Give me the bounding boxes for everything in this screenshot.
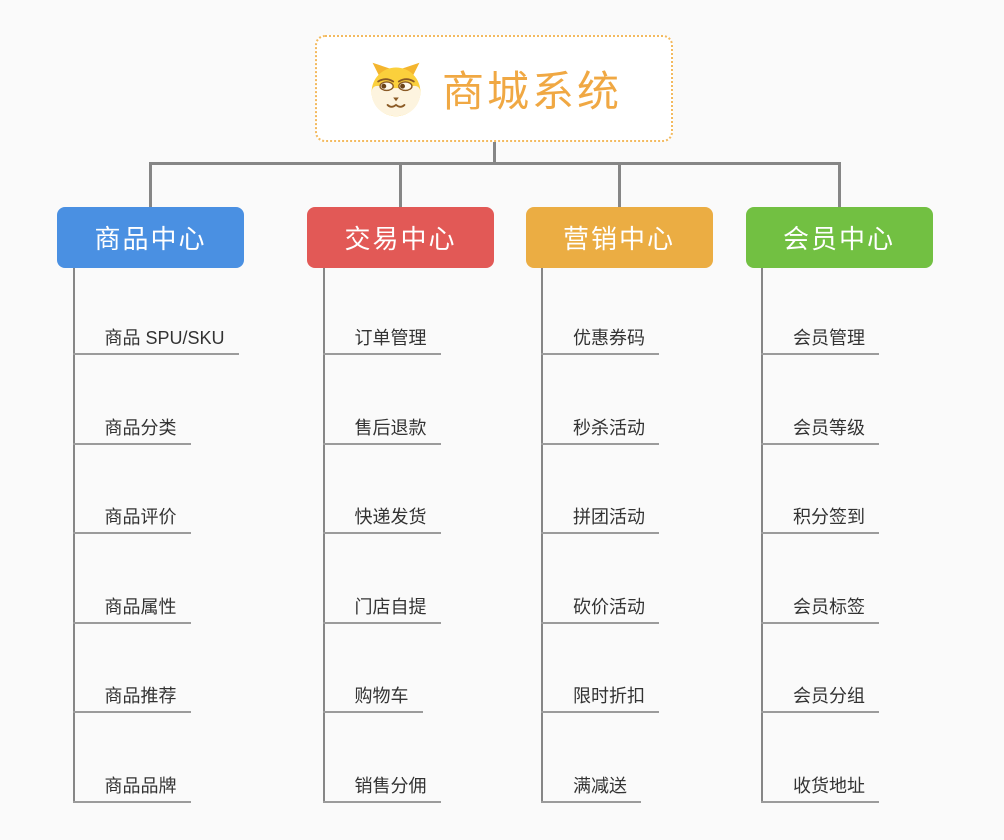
leaf-node[interactable]: 商品属性 [72,596,191,624]
branch-header[interactable]: 营销中心 [525,207,713,268]
leaf-node[interactable]: 门店自提 [322,596,441,624]
leaf-node[interactable]: 限时折扣 [541,685,659,713]
leaf-node[interactable]: 订单管理 [322,327,441,355]
leaf-node[interactable]: 会员等级 [761,417,879,445]
leaf-node[interactable]: 销售分佣 [322,775,441,803]
leaf-node[interactable]: 快递发货 [322,506,441,534]
connector-bus [149,162,841,165]
connector-drop [837,162,841,207]
connector-trunk [541,268,543,803]
leaf-node[interactable]: 优惠券码 [541,327,659,355]
root-title: 商城系统 [441,68,622,115]
leaf-node[interactable]: 商品 SPU/SKU [72,327,239,355]
leaf-node[interactable]: 积分签到 [761,506,879,534]
branch-label: 营销中心 [562,224,675,254]
leaf-node[interactable]: 商品推荐 [72,685,191,713]
connector-drop [617,162,621,207]
leaf-node[interactable]: 满减送 [541,775,641,803]
branch-label: 会员中心 [782,224,895,254]
leaf-node[interactable]: 会员标签 [761,596,879,624]
connector-root-stem [492,142,496,163]
leaf-node[interactable]: 砍价活动 [541,596,659,624]
connector-trunk [761,268,763,803]
leaf-node[interactable]: 商品品牌 [72,775,191,803]
connector-drop [399,162,402,207]
leaf-node[interactable]: 购物车 [322,685,423,713]
connector-trunk [72,268,75,803]
leaf-node[interactable]: 商品评价 [72,506,191,534]
leaf-node[interactable]: 秒杀活动 [541,417,659,445]
dog-icon [366,59,426,119]
branch-label: 交易中心 [344,224,457,254]
leaf-node[interactable]: 商品分类 [72,417,191,445]
connector-drop [149,162,152,207]
leaf-node[interactable]: 售后退款 [322,417,441,445]
leaf-node[interactable]: 会员管理 [761,327,879,355]
root-node[interactable]: 商城系统 [315,35,673,142]
connector-trunk [322,268,325,803]
leaf-node[interactable]: 拼团活动 [541,506,659,534]
branch-label: 商品中心 [94,224,207,254]
branch-header[interactable]: 商品中心 [57,207,244,268]
branch-header[interactable]: 交易中心 [307,207,494,268]
leaf-node[interactable]: 收货地址 [761,775,879,803]
branch-header[interactable]: 会员中心 [745,207,933,268]
leaf-node[interactable]: 会员分组 [761,685,879,713]
